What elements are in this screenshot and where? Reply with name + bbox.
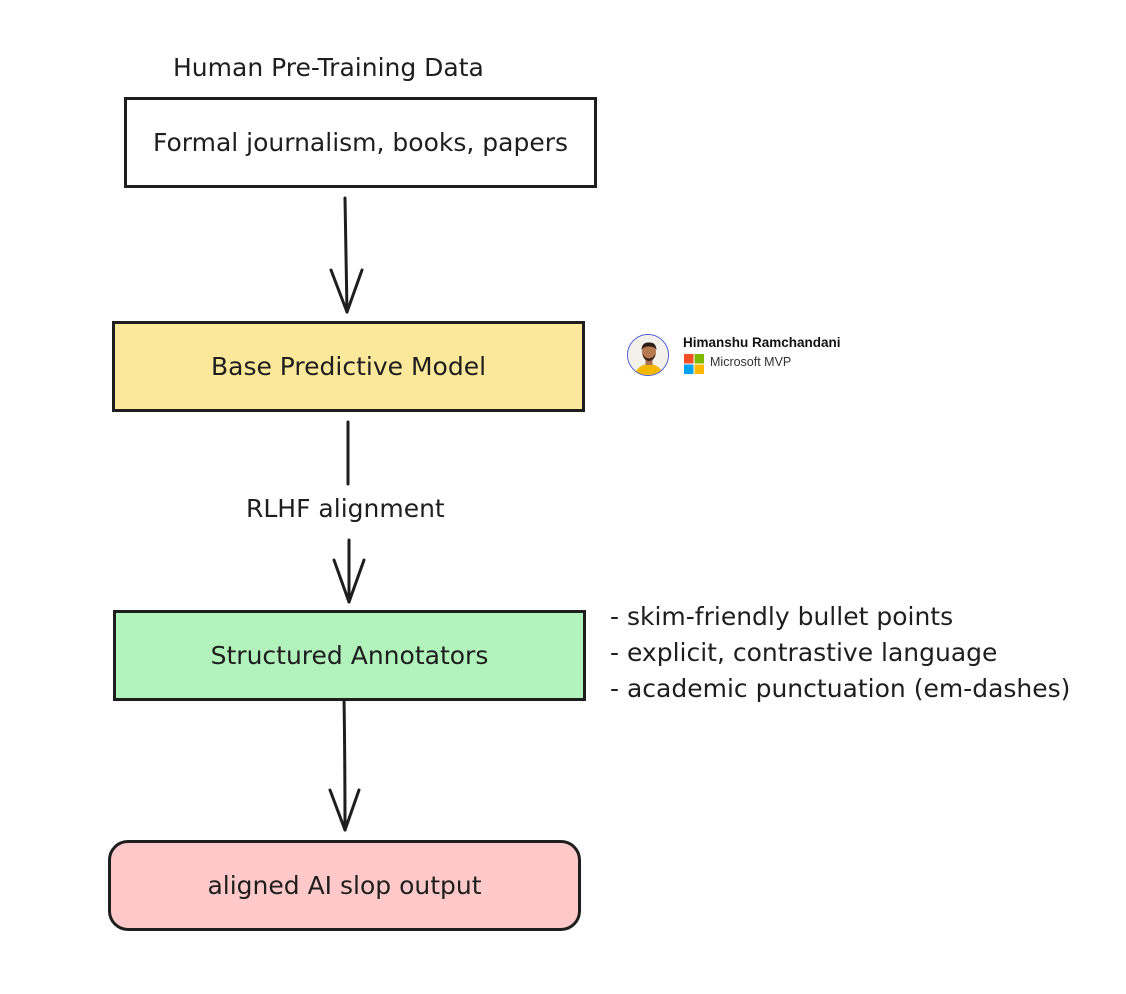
annotator-trait-item: - skim-friendly bullet points <box>610 602 954 631</box>
node-output[interactable]: aligned AI slop output <box>108 840 581 931</box>
arrow-annotators-to-output <box>328 694 361 832</box>
node-source-label: Formal journalism, books, papers <box>152 128 569 157</box>
author-name: Himanshu Ramchandani <box>683 335 841 350</box>
arrow-source-to-base-model <box>329 196 364 314</box>
annotator-trait-item: - explicit, contrastive language <box>610 638 998 667</box>
annotator-trait-item: - academic punctuation (em-dashes) <box>610 674 1071 703</box>
node-base-model[interactable]: Base Predictive Model <box>112 321 585 412</box>
author-badge: Himanshu Ramchandani Microsoft MVP <box>627 334 867 380</box>
node-annotators-label: Structured Annotators <box>210 641 489 670</box>
node-output-label: aligned AI slop output <box>207 871 482 900</box>
source-caption: Human Pre-Training Data <box>173 53 484 82</box>
node-annotators[interactable]: Structured Annotators <box>113 610 586 701</box>
annotator-traits-list: - skim-friendly bullet points - explicit… <box>610 599 1070 707</box>
author-role: Microsoft MVP <box>710 355 792 369</box>
edge-label-rlhf: RLHF alignment <box>246 494 445 523</box>
node-base-model-label: Base Predictive Model <box>210 352 487 381</box>
microsoft-logo-icon <box>684 354 704 374</box>
node-source[interactable]: Formal journalism, books, papers <box>124 97 597 188</box>
person-avatar-icon <box>627 334 669 376</box>
arrow-base-model-to-annotators <box>332 420 366 604</box>
